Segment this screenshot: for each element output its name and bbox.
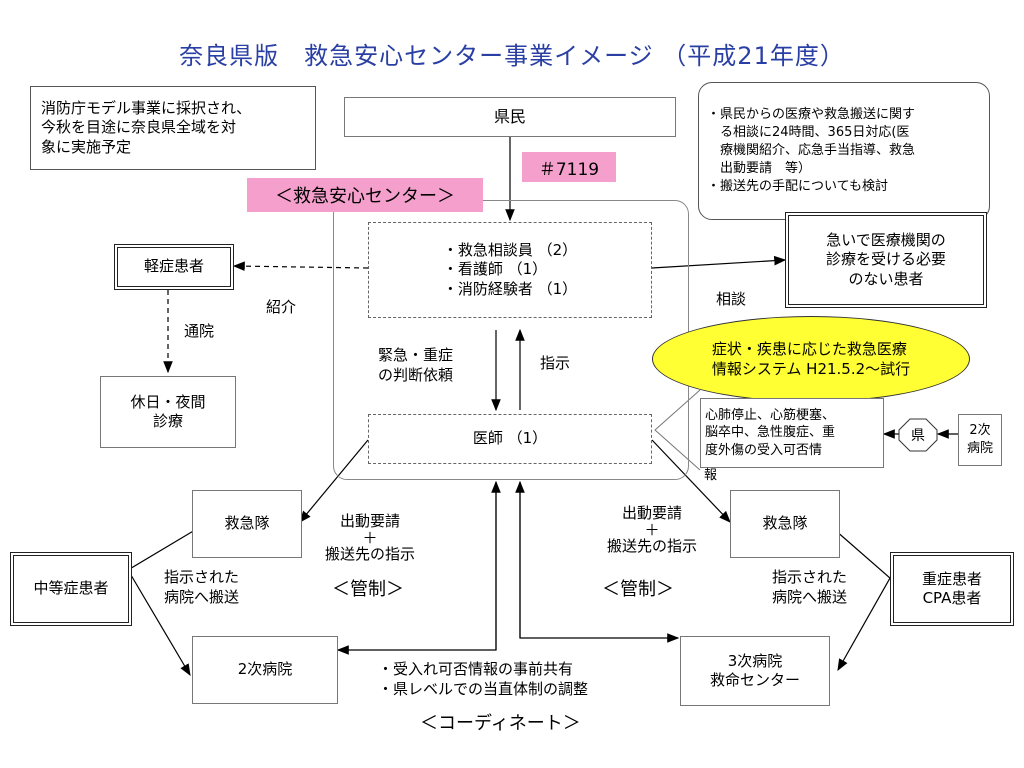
coordination-text: ・受入れ可否情報の事前共有 ・県レベルでの当直体制の調整	[378, 660, 589, 698]
dispatch-left: 出動要請 ＋ 搬送先の指示	[324, 512, 415, 563]
prefecture-octagon: 県	[898, 418, 938, 452]
phone-number-badge: ＃7119	[522, 152, 616, 182]
info-system-ellipse: 症状・疾患に応じた救急医療 情報システム H21.5.2～試行	[652, 316, 970, 402]
holiday-clinic-box: 休日・夜間 診療	[100, 376, 236, 448]
staff-box: ・救急相談員 （2） ・看護師 （1） ・消防経験者 （1）	[368, 222, 652, 318]
consult-label: 相談	[716, 290, 747, 308]
doctor-box: 医師 （1）	[368, 414, 652, 464]
octagon-icon	[898, 418, 938, 452]
coordinate-label: ＜コーディネート＞	[420, 713, 581, 734]
ems-left-box: 救急隊	[192, 490, 302, 558]
control-left: ＜管制＞	[332, 579, 404, 600]
transport-right: 指示された 病院へ搬送	[772, 568, 848, 606]
note-right: ・県民からの医療や救急搬送に関す る相談に24時間、365日対応(医 療機関紹介…	[698, 82, 990, 220]
transport-left: 指示された 病院へ搬送	[164, 568, 240, 606]
arrow-to-ems-left	[299, 439, 369, 523]
secondary-hospital-small: 2次 病院	[958, 414, 1002, 466]
instruction-label: 指示	[540, 354, 571, 372]
dispatch-right: 出動要請 ＋ 搬送先の指示	[606, 504, 697, 555]
request-label: 緊急・重症 の判断依頼	[378, 346, 454, 384]
arrow-to-no-need	[651, 255, 787, 269]
secondary-hospital-box: 2次病院	[192, 636, 338, 704]
note-left: 消防庁モデル事業に採択され、 今秋を目途に奈良県全域を対 象に実施予定	[30, 86, 316, 170]
no-need-box: 急いで医療機関の 診療を受ける必要 のない患者	[785, 212, 987, 308]
arrow-doctor-secondary	[336, 482, 497, 655]
mild-patient-box: 軽症患者	[114, 244, 234, 290]
tertiary-hospital-box: 3次病院 救命センター	[680, 636, 830, 706]
visit-label: 通院	[184, 322, 215, 340]
severe-patient-box: 重症患者 CPA患者	[890, 552, 1014, 626]
arrow-to-ems-right	[651, 439, 731, 523]
center-label: ＜救急安心センター＞	[247, 178, 483, 212]
referral-label: 紹介	[266, 298, 297, 316]
arrow-to-mild	[232, 261, 369, 271]
callout-box: 心肺停止、心筋梗塞、 脳卒中、急性腹症、重 度外傷の受入可否情	[700, 398, 884, 468]
page-title: 奈良県版 救急安心センター事業イメージ （平成21年度）	[179, 42, 845, 70]
callout-tail: 報	[704, 468, 718, 483]
kenmin-box: 県民	[344, 97, 676, 137]
moderate-patient-box: 中等症患者	[10, 552, 132, 626]
control-right: ＜管制＞	[602, 579, 674, 600]
ems-right-box: 救急隊	[730, 490, 840, 558]
